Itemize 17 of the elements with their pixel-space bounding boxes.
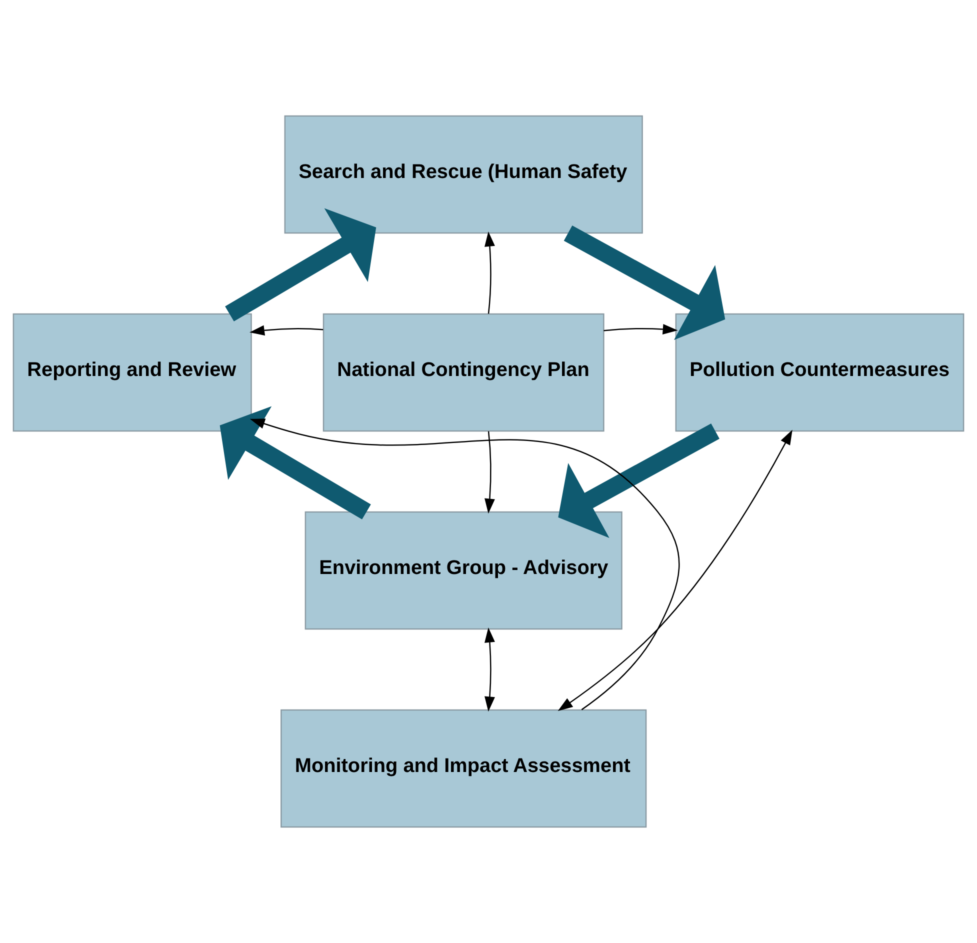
arrow xyxy=(564,225,726,340)
arrow xyxy=(484,431,495,514)
node-box: National Contingency Plan xyxy=(322,313,604,432)
arrow xyxy=(484,231,495,314)
node-box: Pollution Countermeasures xyxy=(675,313,964,432)
arrow xyxy=(250,418,680,710)
arrow xyxy=(558,423,720,538)
node-box: Environment Group - Advisory xyxy=(304,511,622,630)
node-box: Reporting and Review xyxy=(12,313,252,432)
arrow xyxy=(250,325,324,336)
arrow xyxy=(220,406,371,520)
arrow xyxy=(225,208,376,322)
node-box: Monitoring and Impact Assessment xyxy=(280,709,647,828)
arrow xyxy=(604,324,678,334)
node-box: Search and Rescue (Human Safety xyxy=(284,115,643,234)
arrow xyxy=(484,627,495,712)
arrow xyxy=(558,430,792,712)
